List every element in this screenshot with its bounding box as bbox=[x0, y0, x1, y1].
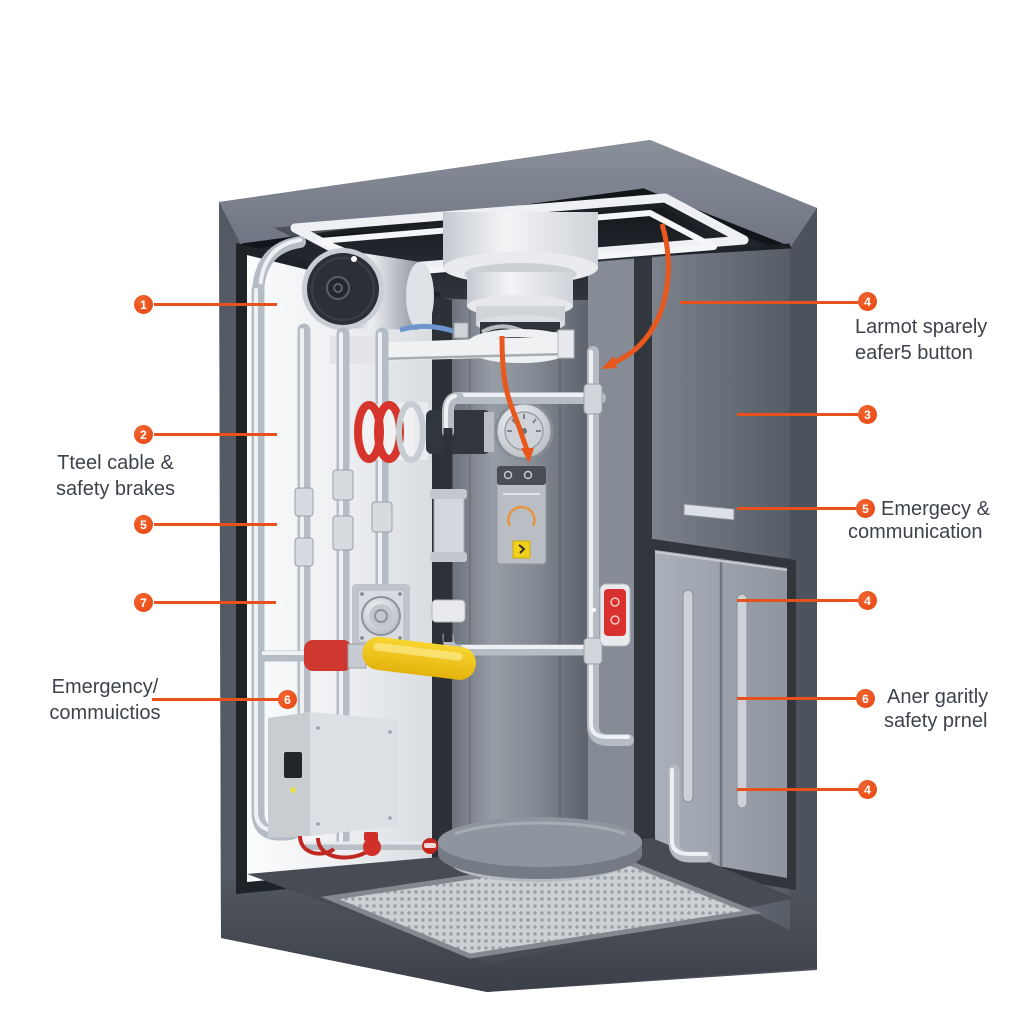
red-wire bbox=[316, 837, 370, 860]
callout-label-steel-cable: Tteel cable & safety brakes bbox=[33, 450, 198, 502]
panel-icon bbox=[503, 470, 513, 480]
door-handle bbox=[736, 593, 748, 809]
lens-icon bbox=[326, 276, 350, 300]
panel-dial-arc bbox=[507, 505, 536, 527]
label-line: safety brakes bbox=[56, 478, 175, 500]
leader-line bbox=[152, 698, 279, 701]
leader-line bbox=[737, 599, 858, 602]
hoist-motor bbox=[335, 212, 598, 363]
callout-label-emergency-comm-left: Emergency/ commuictios bbox=[25, 674, 185, 726]
valve-body bbox=[304, 640, 352, 671]
arrowhead-icon bbox=[521, 448, 534, 463]
panel-icon bbox=[523, 470, 533, 480]
control-panel bbox=[496, 465, 547, 565]
callout-badge-5b: 5 bbox=[856, 499, 875, 518]
cable-damper bbox=[430, 428, 467, 642]
label-line: commuictios bbox=[49, 702, 161, 724]
leader-line bbox=[154, 303, 277, 306]
callout-badge-4c: 4 bbox=[858, 780, 877, 799]
leader-line bbox=[737, 788, 858, 791]
elevator-doors bbox=[646, 538, 796, 890]
junction-box bbox=[352, 584, 410, 648]
label-line: eafer5 button bbox=[855, 342, 973, 364]
leader-line bbox=[737, 413, 858, 416]
door-handle bbox=[682, 589, 694, 803]
drain-valve bbox=[363, 838, 381, 856]
callout-badge-7: 7 bbox=[134, 593, 153, 612]
callout-badge-2: 2 bbox=[134, 425, 153, 444]
red-wire bbox=[298, 835, 336, 856]
callout-badge-5: 5 bbox=[134, 515, 153, 534]
leader-line bbox=[737, 697, 856, 700]
label-line: Larmot sparely bbox=[855, 316, 988, 338]
label-line: Emergency/ bbox=[51, 676, 159, 698]
callout-label-emergency-comm-right2: communication bbox=[848, 521, 983, 543]
callout-badge-6b: 6 bbox=[856, 689, 875, 708]
label-line: Tteel cable & bbox=[57, 452, 174, 474]
camera-drum bbox=[302, 248, 469, 364]
callout-badge-3: 3 bbox=[858, 405, 877, 424]
warning-sticker bbox=[512, 540, 531, 559]
status-led bbox=[290, 787, 296, 793]
emergency-switch bbox=[592, 583, 631, 647]
piston-base bbox=[438, 817, 642, 882]
leader-line bbox=[737, 507, 856, 510]
leader-line bbox=[680, 301, 858, 304]
leader-line bbox=[154, 523, 277, 526]
wall-plate bbox=[683, 503, 735, 521]
leader-line bbox=[154, 433, 277, 436]
shutoff-valve bbox=[262, 636, 476, 680]
orange-cable bbox=[609, 223, 671, 367]
callout-badge-4a: 4 bbox=[858, 292, 877, 311]
orange-cable-arrows bbox=[499, 223, 671, 463]
callout-badge-1: 1 bbox=[134, 295, 153, 314]
corner-pipe bbox=[668, 764, 712, 863]
callout-label-safety-panel: Aner garitly bbox=[887, 686, 989, 708]
callout-label-emergency-comm-right: Emergecy & bbox=[881, 498, 990, 520]
orange-cable bbox=[499, 335, 530, 451]
callout-badge-4b: 4 bbox=[858, 591, 877, 610]
brake-motor bbox=[426, 410, 490, 454]
callout-badge-6: 6 bbox=[278, 690, 297, 709]
callout-label-alarm-button: Larmot sparely eafer5 button bbox=[855, 314, 1015, 366]
arrowhead-icon bbox=[601, 356, 617, 369]
electrical-box bbox=[268, 712, 438, 860]
callout-label-safety-panel2: safety prnel bbox=[884, 710, 988, 732]
leader-line bbox=[154, 601, 276, 604]
